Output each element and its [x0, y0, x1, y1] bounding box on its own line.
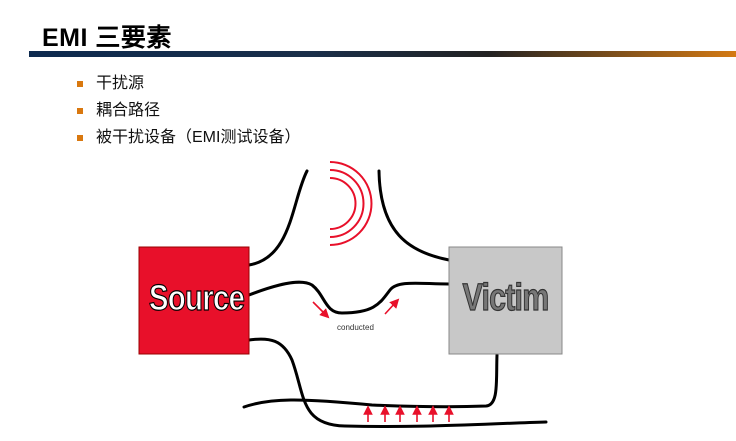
radiating-wire-source [247, 169, 309, 267]
victim-label: Victim [462, 276, 550, 319]
coupled-wire-victim [242, 353, 499, 409]
current-arrows [312, 298, 454, 422]
conducted-label: conducted [337, 323, 374, 332]
arrow-icon [384, 298, 400, 315]
page-title: EMI 三要素 [42, 24, 172, 52]
victim-box [448, 246, 563, 355]
arrow-icon [312, 301, 330, 319]
bullet-icon [77, 80, 83, 87]
conducted-wire [247, 280, 451, 315]
radiation-waves-icon [329, 161, 373, 246]
list-item: 耦合路径 [77, 97, 300, 124]
bullet-list: 干扰源 耦合路径 被干扰设备（EMI测试设备） [77, 70, 300, 151]
bullet-text: 耦合路径 [96, 101, 161, 119]
source-label: Source [148, 276, 245, 318]
bullet-icon [77, 107, 83, 114]
title-divider [29, 51, 736, 57]
coupled-wire-source [247, 337, 548, 429]
list-item: 被干扰设备（EMI测试设备） [77, 124, 300, 151]
radiating-wire-victim [377, 169, 451, 262]
bullet-text: 被干扰设备（EMI测试设备） [96, 128, 301, 146]
list-item: 干扰源 [77, 70, 300, 97]
bullet-icon [77, 134, 83, 141]
source-box [138, 246, 250, 355]
bullet-text: 干扰源 [96, 74, 145, 92]
